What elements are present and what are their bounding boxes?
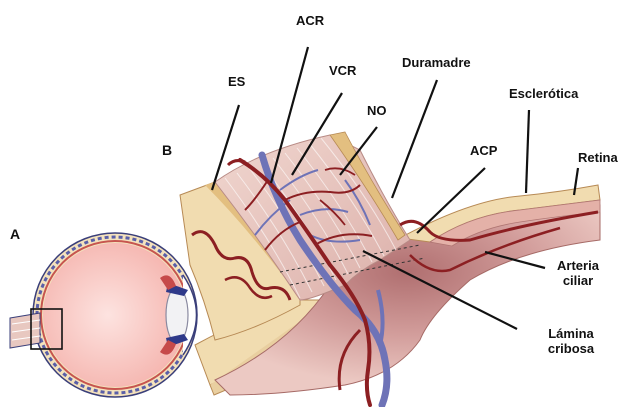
label-duramadre: Duramadre [402,55,471,70]
label-lamina-cribosa-line2: cribosa [535,341,607,356]
label-acr: ACR [296,13,324,28]
label-arteria-ciliar: Arteria ciliar [548,258,608,288]
label-lamina-cribosa-line1: Lámina [535,326,607,341]
label-es: ES [228,74,245,89]
label-lamina-cribosa: Lámina cribosa [535,326,607,356]
label-esclerotica: Esclerótica [509,86,578,101]
optic-nerve-head-panel-b [180,132,600,405]
label-no: NO [367,103,387,118]
label-retina: Retina [578,150,618,165]
label-acp: ACP [470,143,497,158]
eye-globe-panel-a [10,233,197,397]
lens [166,287,188,343]
panel-label-b: B [162,143,172,158]
panel-label-a: A [10,227,20,242]
label-arteria-ciliar-line1: Arteria [548,258,608,273]
leader-esclerotica [526,110,529,193]
label-vcr: VCR [329,63,356,78]
leader-duramadre [392,80,437,198]
label-arteria-ciliar-line2: ciliar [548,273,608,288]
